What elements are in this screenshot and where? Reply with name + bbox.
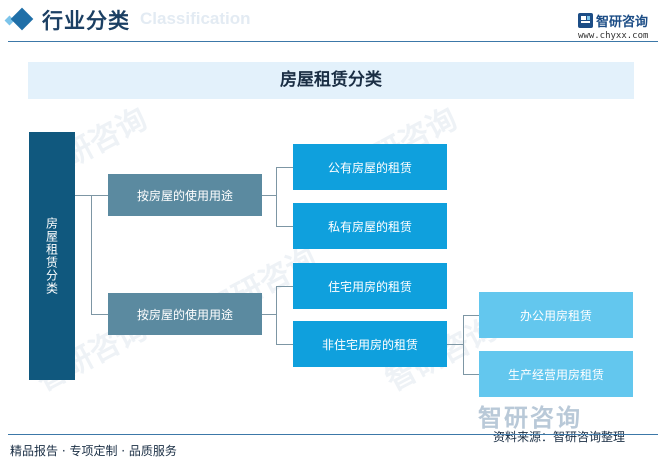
- connector-line: [262, 314, 276, 315]
- header-title: 行业分类: [42, 9, 130, 33]
- footer-watermark: 智研咨询: [478, 404, 582, 432]
- leaf-node-private-rental: 私有房屋的租赁: [293, 203, 447, 249]
- connector-line: [276, 167, 293, 168]
- leaf-node-label: 公有房屋的租赁: [327, 160, 412, 175]
- leaf-node-residential-rental: 住宅用房的租赁: [293, 263, 447, 309]
- subleaf-node-label: 生产经营用房租赁: [507, 367, 604, 382]
- connector-line: [276, 167, 277, 226]
- connector-line: [463, 315, 464, 374]
- header-subtitle-en: Classification: [140, 9, 251, 28]
- source-note: 资料来源：智研咨询整理: [493, 430, 626, 444]
- logo-icon: [578, 13, 593, 28]
- logo-name: 智研咨询: [596, 15, 649, 30]
- connector-line: [463, 374, 479, 375]
- subleaf-node-business-rental: 生产经营用房租赁: [479, 351, 633, 397]
- connector-line: [91, 195, 108, 196]
- diagram-title: 房屋租赁分类: [280, 70, 382, 90]
- leaf-node-label: 非住宅用房的租赁: [321, 337, 418, 352]
- leaf-node-label: 私有房屋的租赁: [327, 219, 412, 234]
- connector-line: [262, 195, 276, 196]
- branch-node-1: 按房屋的使用用途: [108, 174, 262, 216]
- branch-node-label: 按房屋的使用用途: [136, 188, 233, 203]
- logo-url: www.chyxx.com: [578, 31, 649, 41]
- connector-line: [276, 286, 277, 344]
- connector-line: [276, 286, 293, 287]
- root-node-label: 房屋租赁分类: [44, 217, 59, 295]
- connector-line: [276, 344, 293, 345]
- connector-line: [91, 195, 92, 314]
- branch-node-label: 按房屋的使用用途: [136, 307, 233, 322]
- subleaf-node-office-rental: 办公用房租赁: [479, 292, 633, 338]
- connector-line: [276, 226, 293, 227]
- connector-line: [447, 344, 463, 345]
- leaf-node-label: 住宅用房的租赁: [327, 279, 412, 294]
- leaf-node-public-rental: 公有房屋的租赁: [293, 144, 447, 190]
- footer-divider: [8, 434, 658, 435]
- leaf-node-nonresidential-rental: 非住宅用房的租赁: [293, 321, 447, 367]
- header-diamond-icon: [10, 7, 34, 31]
- connector-line: [75, 195, 91, 196]
- connector-line: [91, 314, 108, 315]
- header-divider: [8, 41, 658, 42]
- branch-node-2: 按房屋的使用用途: [108, 293, 262, 335]
- root-node: 房屋租赁分类: [29, 132, 75, 380]
- connector-line: [463, 315, 479, 316]
- subleaf-node-label: 办公用房租赁: [519, 308, 592, 323]
- footer-slogan: 精品报告 · 专项定制 · 品质服务: [10, 444, 177, 458]
- diagram-title-band: 房屋租赁分类: [28, 62, 634, 99]
